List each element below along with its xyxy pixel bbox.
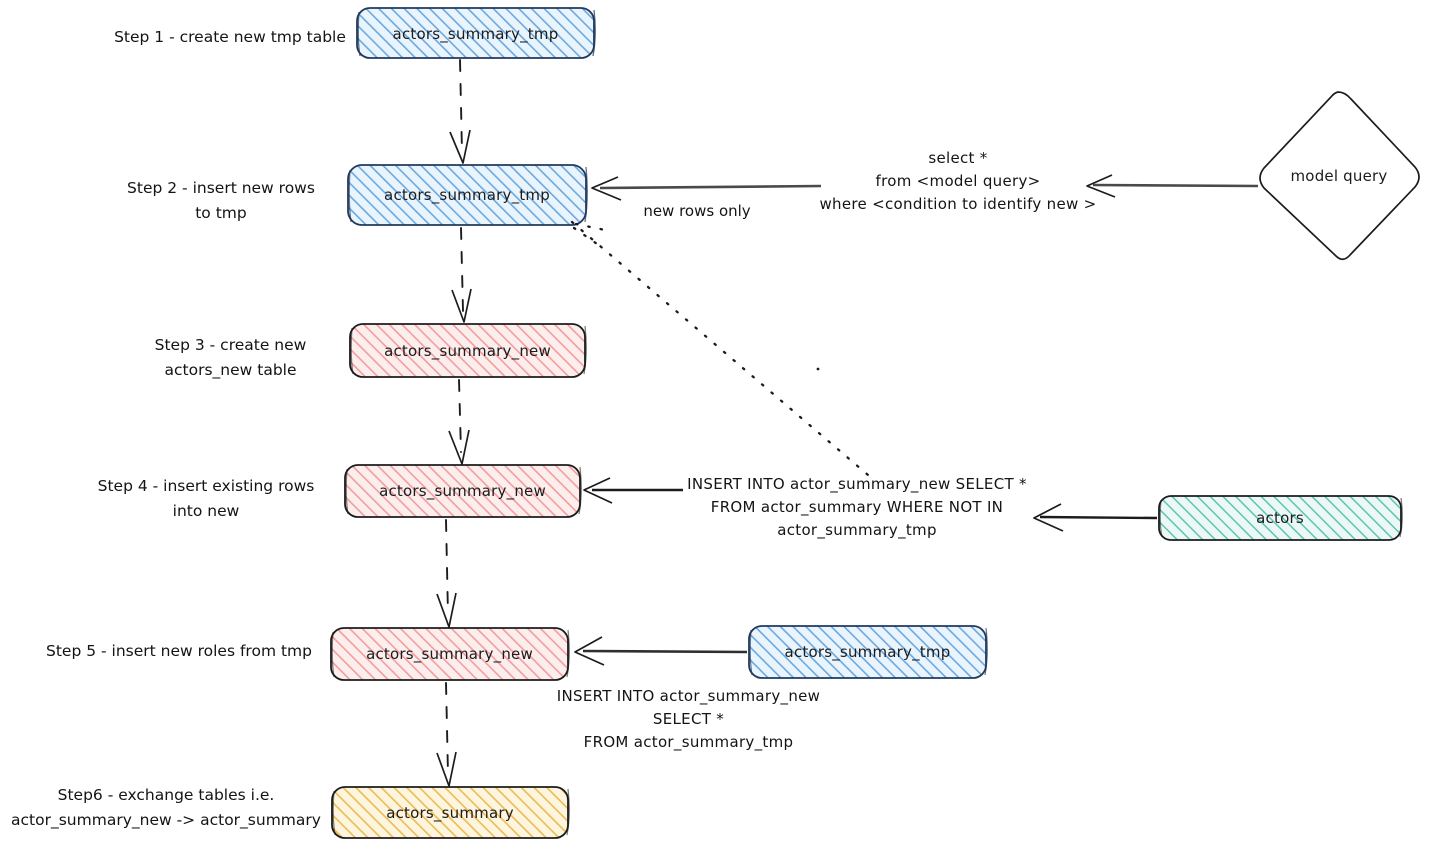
step-label-1: Step 1 - create new tmp table bbox=[114, 28, 346, 46]
edge-new5-to-summary6 bbox=[436, 682, 457, 787]
node-shape-actors[interactable] bbox=[1158, 495, 1403, 541]
edge-label-model-query-sql: select * from <model query> where <condi… bbox=[819, 149, 1097, 213]
edge-tmp5-to-new5 bbox=[574, 636, 748, 666]
step-label-4: Step 4 - insert existing rows into new bbox=[97, 477, 315, 520]
node-shape-new4[interactable] bbox=[344, 464, 582, 518]
step-label-6: Step6 - exchange tables i.e. actor_summa… bbox=[11, 786, 321, 829]
node-shape-summary6[interactable] bbox=[331, 786, 570, 839]
node-shape-new3[interactable] bbox=[349, 323, 587, 378]
step-label-2: Step 2 - insert new rows to tmp bbox=[127, 179, 315, 222]
edge-tmp2-dotted-diagonal bbox=[570, 220, 870, 477]
edge-tmp1-to-tmp2 bbox=[449, 59, 471, 164]
edge-tmp2-to-new3 bbox=[451, 227, 472, 323]
edge-new3-to-new4 bbox=[448, 379, 470, 465]
edge-new4-to-new5 bbox=[436, 519, 457, 628]
node-shape-tmp2[interactable] bbox=[347, 164, 588, 226]
edge-label-insert-new-roles-sql: INSERT INTO actor_summary_new SELECT * F… bbox=[556, 687, 821, 751]
edge-label-insert-existing-sql: INSERT INTO actor_summary_new SELECT * F… bbox=[687, 475, 1027, 539]
node-shape-tmp5[interactable] bbox=[748, 625, 988, 679]
edge-modelquery-to-tmp2 bbox=[591, 174, 1259, 201]
node-shape-tmp1[interactable] bbox=[356, 7, 596, 59]
node-shape-new5[interactable] bbox=[330, 627, 570, 681]
edge-actors-to-new4 bbox=[583, 477, 1158, 532]
node-shape-modelquery[interactable] bbox=[1259, 91, 1420, 261]
step-label-5: Step 5 - insert new roles from tmp bbox=[46, 642, 312, 660]
step-label-3: Step 3 - create new actors_new table bbox=[154, 336, 307, 379]
edge-label-new-rows-only: new rows only bbox=[643, 202, 751, 220]
